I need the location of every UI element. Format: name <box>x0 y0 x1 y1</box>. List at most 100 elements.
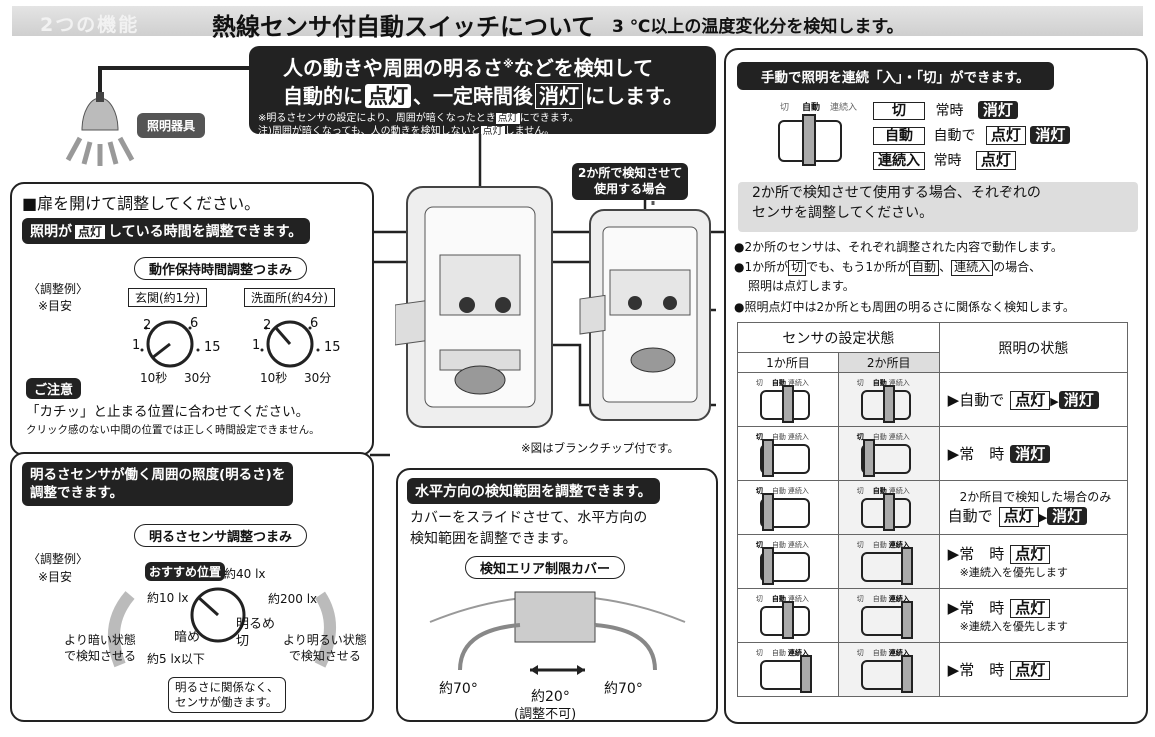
switch-lever <box>900 600 913 639</box>
switch-pos-label: 連続入 <box>787 594 809 603</box>
callout-note1-c: にできます。 <box>519 113 579 124</box>
horizontal-text: カバーをスライドさせて、水平方向の 検知範囲を調整できます。 <box>410 510 648 547</box>
main-callout <box>249 46 716 134</box>
guide-label: ※目安 <box>38 299 73 313</box>
state-on-tag: 点灯 <box>998 507 1039 527</box>
lamp-illustration <box>65 66 260 166</box>
state-table: センサの設定状態 照明の状態 1か所目 2か所目 切自動連続入切自動連続入▶自動… <box>737 322 1129 697</box>
caution-text1: 「カチッ」と止まる位置に合わせてください。 <box>26 404 310 420</box>
manual-heading: 手動で照明を連続「入」・「切」ができます。 <box>737 62 1054 90</box>
first-switch-cell: 切自動連続入 <box>737 480 839 535</box>
switch-icon: 切自動連続入 <box>756 486 820 531</box>
state-note: ※連続入を優先します <box>959 620 1068 634</box>
lux-brighter: より明るい状態 で検知させる <box>283 633 367 663</box>
callout-note2-tag: 点灯 <box>480 126 505 137</box>
state-line: ▶自動で点灯▶消灯 <box>947 389 1127 411</box>
switch-lever <box>781 600 794 639</box>
switch-lever <box>900 654 913 693</box>
bullet2: ●1か所が切でも、もう1か所が自動、連続入の場合、 <box>734 258 1041 276</box>
callout-note2: 注)周囲が暗くなっても、人の動きを検知しないと点灯しません。 <box>258 122 554 137</box>
callout-line1-a: 人の動きや周囲の明るさ <box>283 56 503 80</box>
example1: 玄関(約1分) <box>128 288 207 307</box>
switch-pos-label: 連続入 <box>888 432 910 441</box>
angle-mid-note: (調整不可) <box>514 707 577 722</box>
caution-text2: クリック感のない中間の位置では正しく時間設定できません。 <box>26 424 320 436</box>
second-switch-cell: 切自動連続入 <box>837 642 940 697</box>
lux-heading: 明るさセンサが働く周囲の照度(明るさ)を 調整できます。 <box>22 462 294 507</box>
callout-line1: 人の動きや周囲の明るさ※などを検知して <box>283 52 653 81</box>
manual-row3-key: 連続入 <box>873 152 925 171</box>
example2: 洗面所(約4分) <box>244 288 335 307</box>
time-heading: 照明が点灯している時間を調整できます。 <box>22 218 311 244</box>
manual-row2-off: 消灯 <box>1030 126 1071 144</box>
second-switch-cell: 切自動連続入 <box>837 426 940 481</box>
state-on-tag: 点灯 <box>1010 660 1051 681</box>
switch-pos-label: 切 <box>856 486 864 495</box>
state-mode: ▶常 時 <box>947 544 1005 563</box>
bullet1: ●2か所のセンサは、それぞれ調整された内容で動作します。 <box>734 240 1063 254</box>
lux-off: 切 <box>236 634 250 649</box>
state-line: ▶常 時点灯 <box>948 597 1127 619</box>
switch-pos-label: 切 <box>755 648 763 657</box>
horizontal-heading: 水平方向の検知範囲を調整できます。 <box>407 478 660 504</box>
switch-pos-label: 連続入 <box>888 594 910 603</box>
pos-cont-label: 連続入 <box>830 103 858 113</box>
state-mode: ▶常 時 <box>947 445 1005 463</box>
first-switch-cell: 切自動連続入 <box>737 426 839 481</box>
header-faded-text: 2つの機能 <box>40 14 140 36</box>
bullet2-c: でも、もう1か所が <box>806 260 910 274</box>
switch-lever <box>882 492 895 531</box>
tag-off: 消灯 <box>535 83 583 109</box>
table-row: 切自動連続入切自動連続入▶常 時点灯※連続入を優先します <box>737 534 1129 589</box>
switch-pos-label: 切 <box>755 594 763 603</box>
switch-illustration <box>395 177 711 428</box>
blank-chip-note: ※図はブランクチップ付です。 <box>521 441 679 455</box>
bullet2-g: の場合、 <box>993 260 1042 274</box>
bullet2-e: 、 <box>939 260 952 274</box>
state-mode: ▶自動で <box>947 390 1005 409</box>
light-state-cell: ▶常 時点灯※連続入を優先します <box>938 534 1129 589</box>
state-off-tag: 消灯 <box>1010 445 1051 463</box>
time-heading-a: 照明が <box>30 224 72 240</box>
switch-lever <box>900 546 913 585</box>
lux-example: 〈調整例〉 <box>28 552 89 566</box>
bullet2-cont-text: 照明は点灯します。 <box>748 279 855 293</box>
switch-pos-label: 切 <box>856 378 864 387</box>
switch-pos-label: 連続入 <box>787 648 809 657</box>
light-state-cell: ▶常 時点灯 <box>938 642 1129 697</box>
time-heading-tag: 点灯 <box>75 225 106 239</box>
switch-frame <box>759 443 810 474</box>
state-on-tag: 点灯 <box>1010 598 1051 619</box>
second-switch-cell: 切自動連続入 <box>837 372 940 427</box>
table-header-second: 2か所目 <box>837 352 940 373</box>
state-precondition: 2か所目で検知した場合のみ <box>959 490 1112 505</box>
switch-icon: 切自動連続入 <box>756 540 820 585</box>
cover-title: 検知エリア制限カバー <box>465 556 626 579</box>
switch-icon: 切自動連続入 <box>856 432 921 477</box>
switch-pos-label: 自動 <box>872 594 887 603</box>
state-line: 自動で点灯▶消灯 <box>948 505 1127 527</box>
switch-icon: 切自動連続入 <box>756 378 820 423</box>
switch-frame <box>759 497 810 528</box>
state-arrow: ▶ <box>1038 511 1048 525</box>
dial1-label-10s: 10秒 <box>140 371 168 385</box>
switch-frame <box>759 551 810 582</box>
manual-row2-on: 点灯 <box>985 126 1026 146</box>
switch-pos-label: 連続入 <box>787 378 809 387</box>
bullet2-cont: 連続入 <box>951 260 994 276</box>
lux-dial <box>108 587 336 668</box>
switch-pos-label: 自動 <box>771 486 786 495</box>
dial2-label-30m: 30分 <box>304 371 332 385</box>
switch-pos-label: 切 <box>856 432 864 441</box>
dial1-label-6: 6 <box>190 316 199 331</box>
table-row: 切自動連続入切自動連続入▶常 時点灯※連続入を優先します <box>737 588 1129 643</box>
callout-note1-tag: 点灯 <box>495 113 520 124</box>
manual-row1: 切 常時 消灯 <box>873 100 1018 121</box>
callout-line2-a: 自動的に <box>283 84 363 108</box>
switch-pos-label: 連続入 <box>787 486 809 495</box>
switch-icon: 切自動連続入 <box>856 378 921 423</box>
table-header-state: 照明の状態 <box>938 322 1129 373</box>
lamp-label: 照明器具 <box>137 113 206 138</box>
table-header-sensor: センサの設定状態 <box>737 322 940 353</box>
